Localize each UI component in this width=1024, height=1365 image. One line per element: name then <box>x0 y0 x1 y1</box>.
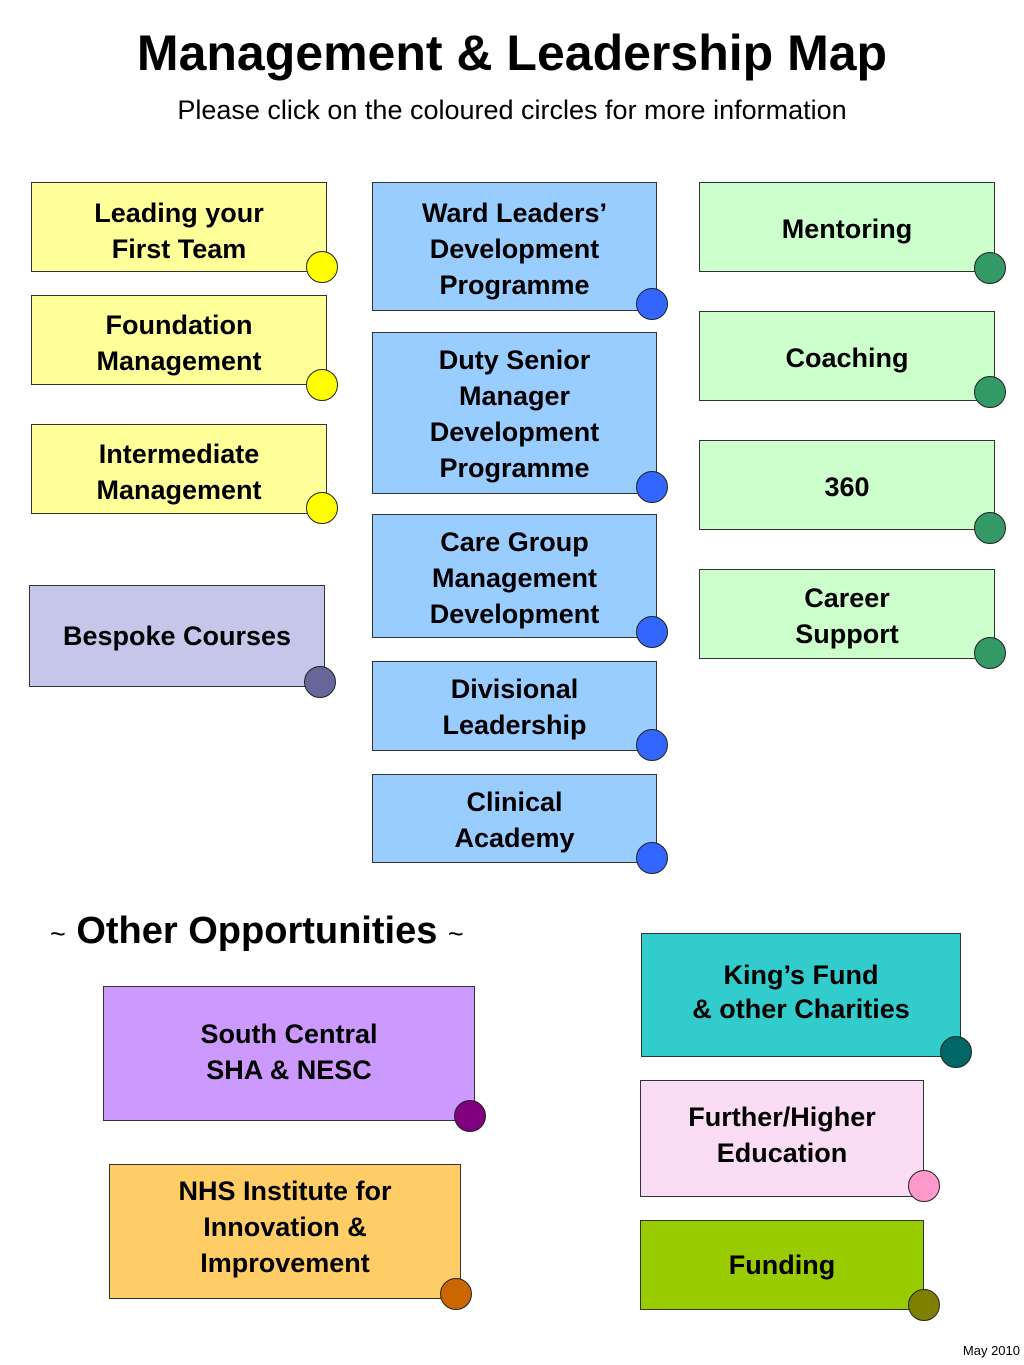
further-higher-label: Further/Higher Education <box>688 1102 876 1168</box>
career-support-circle[interactable] <box>974 637 1006 669</box>
divisional-leadership-circle[interactable] <box>636 729 668 761</box>
other-opportunities-title: Other Opportunities <box>76 910 438 952</box>
further-higher-circle[interactable] <box>908 1170 940 1202</box>
mentoring-label: Mentoring <box>781 214 913 244</box>
funding-box: Funding <box>640 1220 924 1310</box>
duty-senior-manager-box: Duty Senior Manager Development Programm… <box>372 332 657 494</box>
intermediate-management-box: Intermediate Management <box>31 424 327 514</box>
divisional-leadership-label: Divisional Leadership <box>442 674 587 740</box>
page-title: Management & Leadership Map <box>136 25 888 81</box>
intermediate-management-circle[interactable] <box>306 492 338 524</box>
nhs-institute-box: NHS Institute for Innovation & Improveme… <box>109 1164 461 1299</box>
bespoke-courses-circle[interactable] <box>304 666 336 698</box>
clinical-academy-box: Clinical Academy <box>372 774 657 863</box>
duty-senior-manager-label: Duty Senior Manager Development Programm… <box>429 345 600 483</box>
care-group-label: Care Group Management Development <box>429 527 600 629</box>
nhs-institute-circle[interactable] <box>440 1278 472 1310</box>
leading-first-team-box: Leading your First Team <box>31 182 327 272</box>
heading-tilde-right: ~ <box>447 919 464 949</box>
footer-date: May 2010 <box>962 1343 1020 1358</box>
south-central-circle[interactable] <box>454 1100 486 1132</box>
mentoring-circle[interactable] <box>974 252 1006 284</box>
bespoke-courses-box: Bespoke Courses <box>29 585 325 687</box>
bespoke-courses-label: Bespoke Courses <box>62 621 292 651</box>
three-sixty-box: 360 <box>699 440 995 530</box>
foundation-management-box: Foundation Management <box>31 295 327 385</box>
kings-fund-circle[interactable] <box>940 1036 972 1068</box>
kings-fund-box: King’s Fund & other Charities <box>641 933 961 1057</box>
intermediate-management-label: Intermediate Management <box>96 439 262 505</box>
career-support-label: Career Support <box>795 583 899 649</box>
care-group-box: Care Group Management Development <box>372 514 657 638</box>
career-support-box: Career Support <box>699 569 995 659</box>
south-central-box: South Central SHA & NESC <box>103 986 475 1121</box>
care-group-circle[interactable] <box>636 616 668 648</box>
leading-first-team-circle[interactable] <box>306 251 338 283</box>
foundation-management-label: Foundation Management <box>96 310 262 376</box>
nhs-institute-label: NHS Institute for Innovation & Improveme… <box>178 1176 392 1278</box>
page-subtitle: Please click on the coloured circles for… <box>177 95 847 125</box>
coaching-box: Coaching <box>699 311 995 401</box>
clinical-academy-circle[interactable] <box>636 842 668 874</box>
foundation-management-circle[interactable] <box>306 369 338 401</box>
three-sixty-label: 360 <box>824 472 870 502</box>
other-opportunities-heading: ~ Other Opportunities ~ <box>50 908 530 954</box>
divisional-leadership-box: Divisional Leadership <box>372 661 657 751</box>
mentoring-box: Mentoring <box>699 182 995 272</box>
coaching-circle[interactable] <box>974 376 1006 408</box>
further-higher-box: Further/Higher Education <box>640 1080 924 1197</box>
ward-leaders-box: Ward Leaders’ Development Programme <box>372 182 657 311</box>
funding-circle[interactable] <box>908 1289 940 1321</box>
kings-fund-label: King’s Fund & other Charities <box>692 960 910 1024</box>
ward-leaders-circle[interactable] <box>636 288 668 320</box>
leading-first-team-label: Leading your First Team <box>94 198 264 264</box>
ward-leaders-label: Ward Leaders’ Development Programme <box>421 198 608 300</box>
clinical-academy-label: Clinical Academy <box>454 787 575 853</box>
duty-senior-manager-circle[interactable] <box>636 471 668 503</box>
coaching-label: Coaching <box>785 343 909 373</box>
south-central-label: South Central SHA & NESC <box>200 1019 378 1085</box>
funding-label: Funding <box>728 1250 836 1280</box>
heading-tilde-left: ~ <box>50 919 66 949</box>
three-sixty-circle[interactable] <box>974 512 1006 544</box>
